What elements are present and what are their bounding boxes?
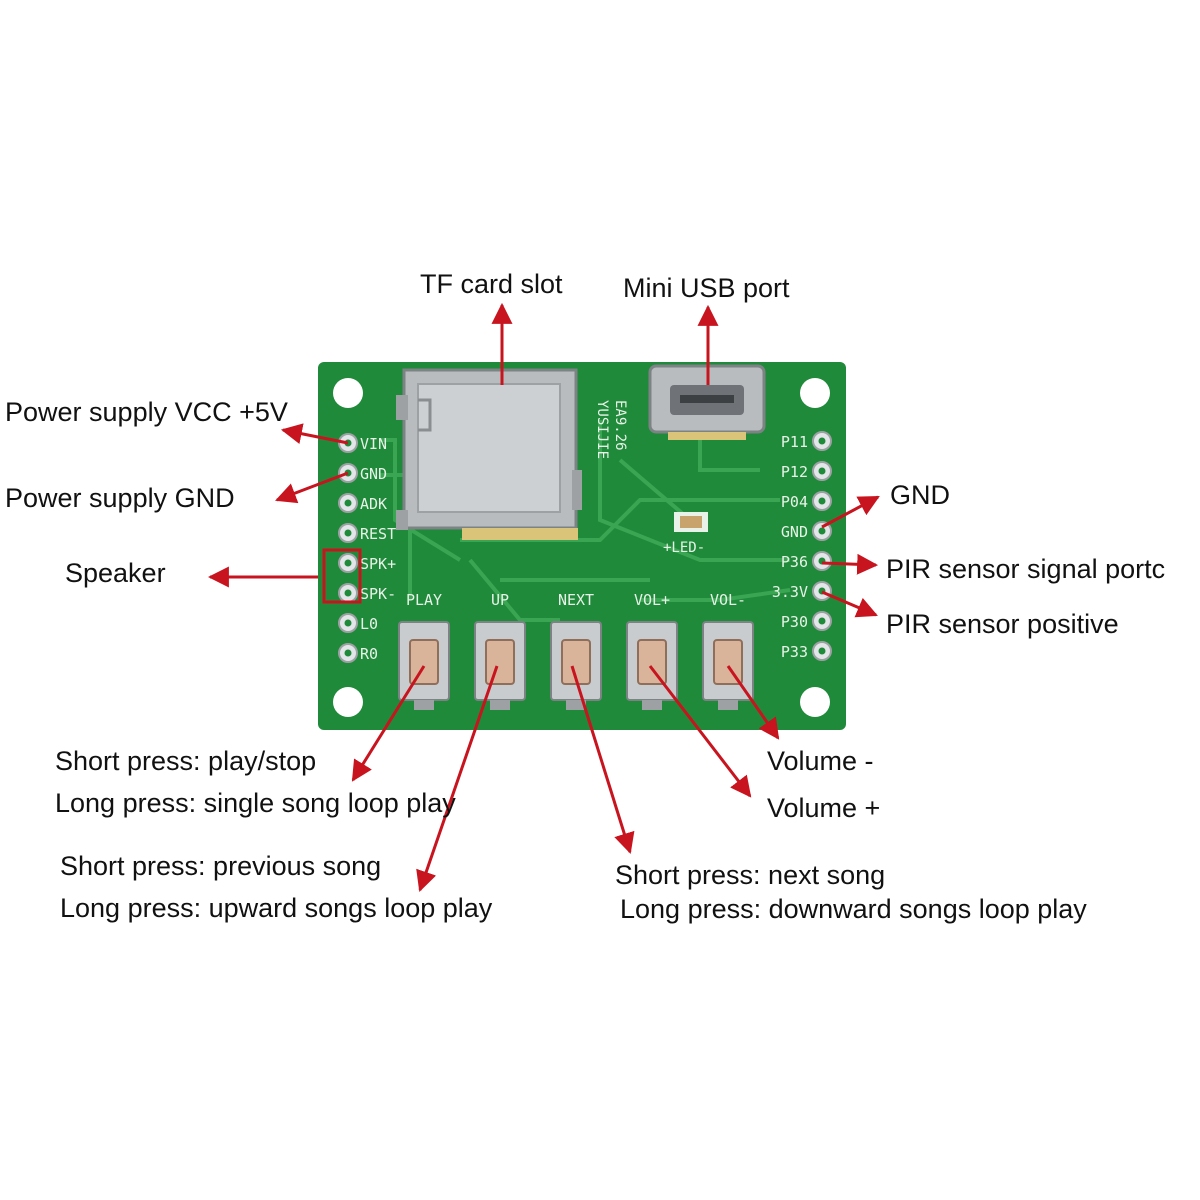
right-pin-label: P12 [781,463,808,481]
right-pin-label: P36 [781,553,808,571]
left-pin-l0: L0 [338,613,378,633]
label-pir-positive: PIR sensor positive [886,609,1119,639]
button-label: VOL- [710,591,746,609]
left-pin-label: ADK [360,495,387,513]
right-pin-label: P11 [781,433,808,451]
chip-text-1: EA9.26 [612,400,628,451]
mounting-holes [333,378,830,717]
arrow-play [351,665,426,782]
label-gnd-right: GND [890,480,950,510]
left-pin-label: VIN [360,435,387,453]
right-pin-label: GND [781,523,808,541]
led: +LED- [663,512,708,556]
arrow-gnd-left [275,471,349,504]
left-pin-r0: R0 [338,643,378,663]
button-label: NEXT [558,591,594,609]
right-pin-p04: P04 [781,491,832,511]
left-pin-label: SPK- [360,585,396,603]
left-pin-rest: REST [338,523,396,543]
button-row: PLAY UP NEXT VOL+ VOL- [398,591,754,710]
arrow-vol-plus [648,665,752,798]
right-pin-p30: P30 [781,611,832,631]
label-next-long: Long press: downward songs loop play [620,894,1087,924]
right-pin-gnd: GND [781,521,832,541]
left-pin-label: REST [360,525,396,543]
arrow-gnd-right [821,495,880,529]
right-pin-label: P30 [781,613,808,631]
left-pin-label: L0 [360,615,378,633]
callout-arrows [207,302,880,892]
label-mini-usb-port: Mini USB port [623,273,790,303]
label-play-long: Long press: single song loop play [55,788,456,818]
led-label: +LED- [663,540,705,556]
button-play: PLAY [398,591,450,710]
button-label: UP [491,591,509,609]
left-pin-spk: SPK- [338,583,396,603]
button-up: UP [474,591,526,710]
arrow-pir-signal [821,553,879,575]
button-vol: VOL+ [626,591,678,710]
right-pin-p12: P12 [781,461,832,481]
label-volume-plus: Volume + [767,793,881,823]
left-pin-label: R0 [360,645,378,663]
speaker-pin-box [322,548,362,604]
left-pin-gnd: GND [338,463,387,483]
left-pin-label: SPK+ [360,555,396,573]
right-pin-p36: P36 [781,551,832,571]
label-up-short: Short press: previous song [60,851,382,881]
label-power-gnd: Power supply GND [5,483,235,513]
right-pin-label: P04 [781,493,808,511]
label-speaker: Speaker [65,558,166,588]
left-pin-adk: ADK [338,493,387,513]
label-volume-minus: Volume - [767,746,874,776]
right-pin-label: 3.3V [772,583,808,601]
label-tf-card-slot: TF card slot [420,269,563,299]
chip-text-2: YUSIJIE [594,400,610,459]
arrow-vcc [280,423,349,445]
left-pin-label: GND [360,465,387,483]
arrow-vol-minus [726,665,780,740]
label-power-vcc: Power supply VCC +5V [5,397,288,427]
right-pin-33v: 3.3V [772,581,832,601]
right-pin-p33: P33 [781,641,832,661]
arrow-next [570,665,635,855]
button-vol: VOL- [702,591,754,710]
label-play-short: Short press: play/stop [55,746,317,776]
label-up-long: Long press: upward songs loop play [60,893,493,923]
label-pir-signal: PIR sensor signal portc [886,554,1166,584]
right-pin-label: P33 [781,643,808,661]
button-label: PLAY [406,591,442,609]
label-next-short: Short press: next song [615,860,886,890]
button-label: VOL+ [634,591,670,609]
arrow-up [416,665,499,892]
left-pin-spk: SPK+ [338,553,396,573]
button-next: NEXT [550,591,602,710]
arrow-pir-positive [821,590,878,618]
mini-usb-port [648,364,766,440]
tf-card-slot [396,368,582,540]
right-pin-p11: P11 [781,431,832,451]
